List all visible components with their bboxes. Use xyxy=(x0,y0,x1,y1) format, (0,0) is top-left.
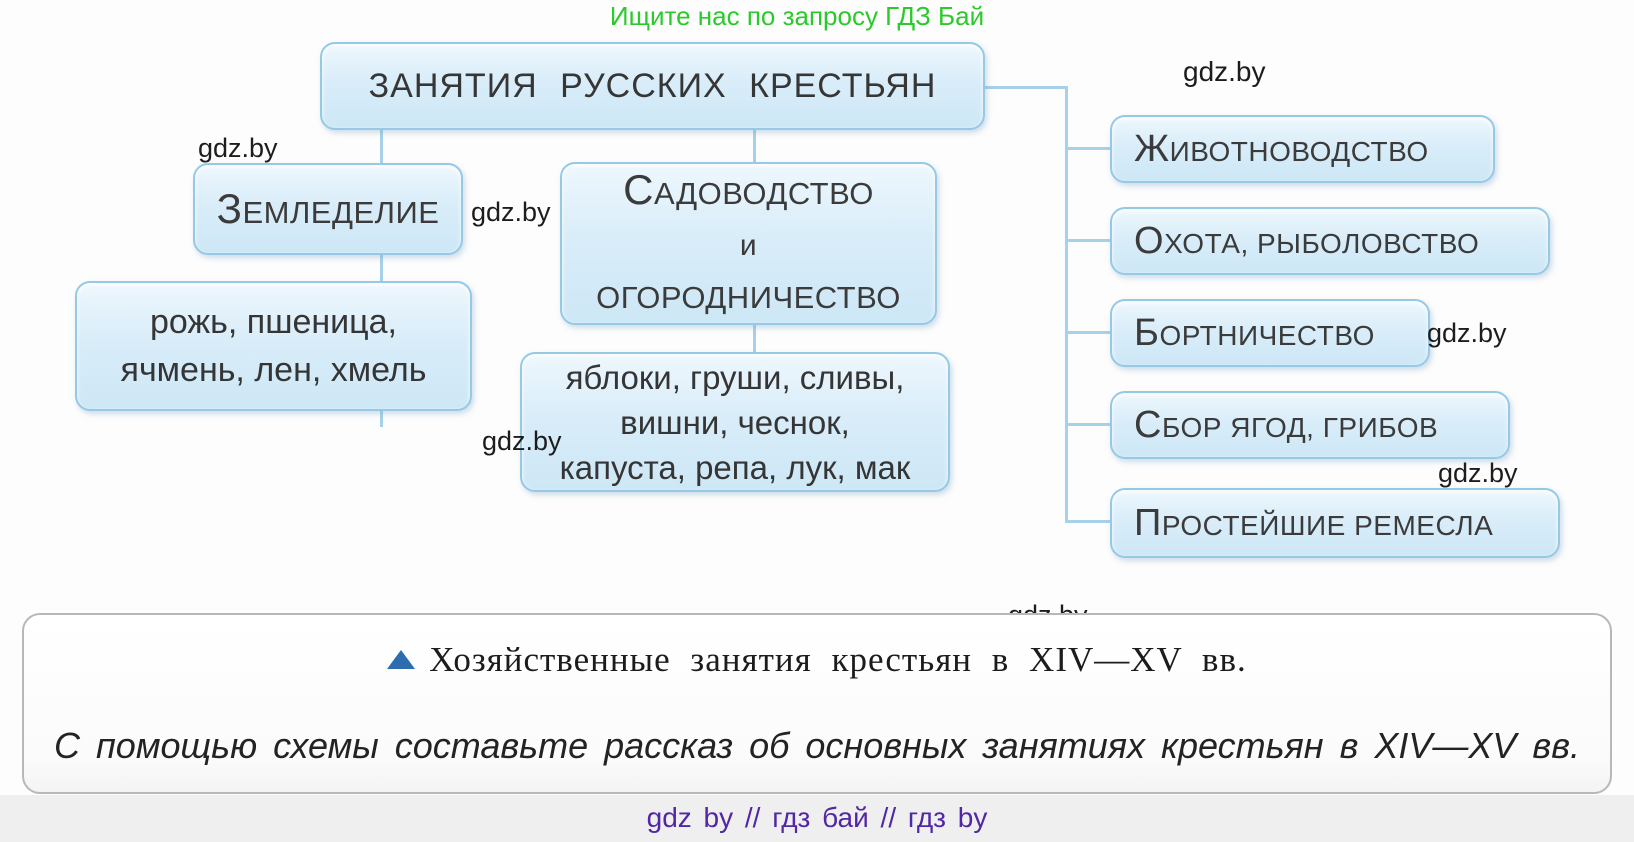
node-ohota-rybolovstvo: ОХОТА, РЫБОЛОВСТВО xyxy=(1110,207,1550,275)
garden-crops-line-1: яблоки, груши, сливы, xyxy=(565,358,905,396)
node-prostejshie-remesla: ПРОСТЕЙШИЕ РЕМЕСЛА xyxy=(1110,488,1560,558)
zhivotnovodstvo-label: ЖИВОТНОВОДСТВО xyxy=(1134,127,1429,170)
connector-crops-stub xyxy=(380,409,383,427)
sadovodstvo-line-1: САДОВОДСТВО xyxy=(623,165,874,213)
connector-stub-sbor xyxy=(1065,423,1110,426)
watermark: gdz.by xyxy=(1427,318,1507,348)
garden-crops-line-3: капуста, репа, лук, мак xyxy=(559,448,911,486)
triangle-marker-icon xyxy=(387,650,416,669)
node-sbor-yagod: СБОР ЯГОД, ГРИБОВ xyxy=(1110,391,1510,459)
sbor-yagod-label: СБОР ЯГОД, ГРИБОВ xyxy=(1134,403,1439,446)
zemledelie-label: ЗЕМЛЕДЕЛИЕ xyxy=(216,185,440,232)
connector-sadovodstvo-to-garden xyxy=(753,323,756,354)
footer-watermark-text: gdz by // гдз бай // гдз by xyxy=(646,802,988,833)
connector-zemledelie-to-crops xyxy=(380,253,383,283)
node-bortnichestvo: БОРТНИЧЕСТВО xyxy=(1110,299,1430,367)
remesla-label: ПРОСТЕЙШИЕ РЕМЕСЛА xyxy=(1134,501,1494,544)
node-zhivotnovodstvo: ЖИВОТНОВОДСТВО xyxy=(1110,115,1495,183)
node-garden-crops: яблоки, груши, сливы, вишни, чеснок, кап… xyxy=(520,352,950,492)
connector-stub-ohota xyxy=(1065,239,1110,242)
connector-title-to-sadovodstvo xyxy=(753,130,756,164)
bortnichestvo-label: БОРТНИЧЕСТВО xyxy=(1134,311,1375,354)
promo-banner: Ищите нас по запросу ГДЗ Бай xyxy=(609,1,985,31)
sadovodstvo-line-2: и xyxy=(739,228,758,262)
connector-title-to-trunk xyxy=(983,86,1068,89)
garden-crops-line-2: вишни, чеснок, xyxy=(620,403,850,441)
connector-title-to-zemledelie xyxy=(380,130,383,165)
connector-right-trunk xyxy=(1065,86,1068,523)
field-crops-line-1: рожь, пшеница, xyxy=(150,303,397,341)
watermark: gdz.by xyxy=(198,133,278,163)
connector-stub-remesla xyxy=(1065,520,1110,523)
main-title-label: ЗАНЯТИЯ РУССКИХ КРЕСТЬЯН xyxy=(368,66,937,105)
watermark: gdz.by xyxy=(471,197,551,227)
connector-stub-bortnichestvo xyxy=(1065,331,1110,334)
ohota-label: ОХОТА, РЫБОЛОВСТВО xyxy=(1134,219,1480,262)
figure-caption: Хозяйственные занятия крестьян в XIV—XV … xyxy=(0,640,1634,680)
figure-caption-text: Хозяйственные занятия крестьян в XIV—XV … xyxy=(429,640,1247,679)
connector-stub-zhivotnovodstvo xyxy=(1065,147,1110,150)
watermark: gdz.by xyxy=(1438,458,1518,488)
sadovodstvo-line-3: ОГОРОДНИЧЕСТВО xyxy=(596,279,901,315)
watermark: gdz.by xyxy=(482,426,562,456)
task-instruction: С помощью схемы составьте рассказ об осн… xyxy=(53,725,1581,766)
node-main-title: ЗАНЯТИЯ РУССКИХ КРЕСТЬЯН xyxy=(320,42,985,130)
watermark: gdz.by xyxy=(1183,56,1266,87)
node-sadovodstvo: САДОВОДСТВО и ОГОРОДНИЧЕСТВО xyxy=(560,162,937,325)
field-crops-line-2: ячмень, лен, хмель xyxy=(120,351,427,389)
caption-panel xyxy=(22,613,1612,794)
bottom-band xyxy=(0,795,1634,842)
node-zemledelie: ЗЕМЛЕДЕЛИЕ xyxy=(193,163,463,255)
node-field-crops: рожь, пшеница, ячмень, лен, хмель xyxy=(75,281,472,411)
